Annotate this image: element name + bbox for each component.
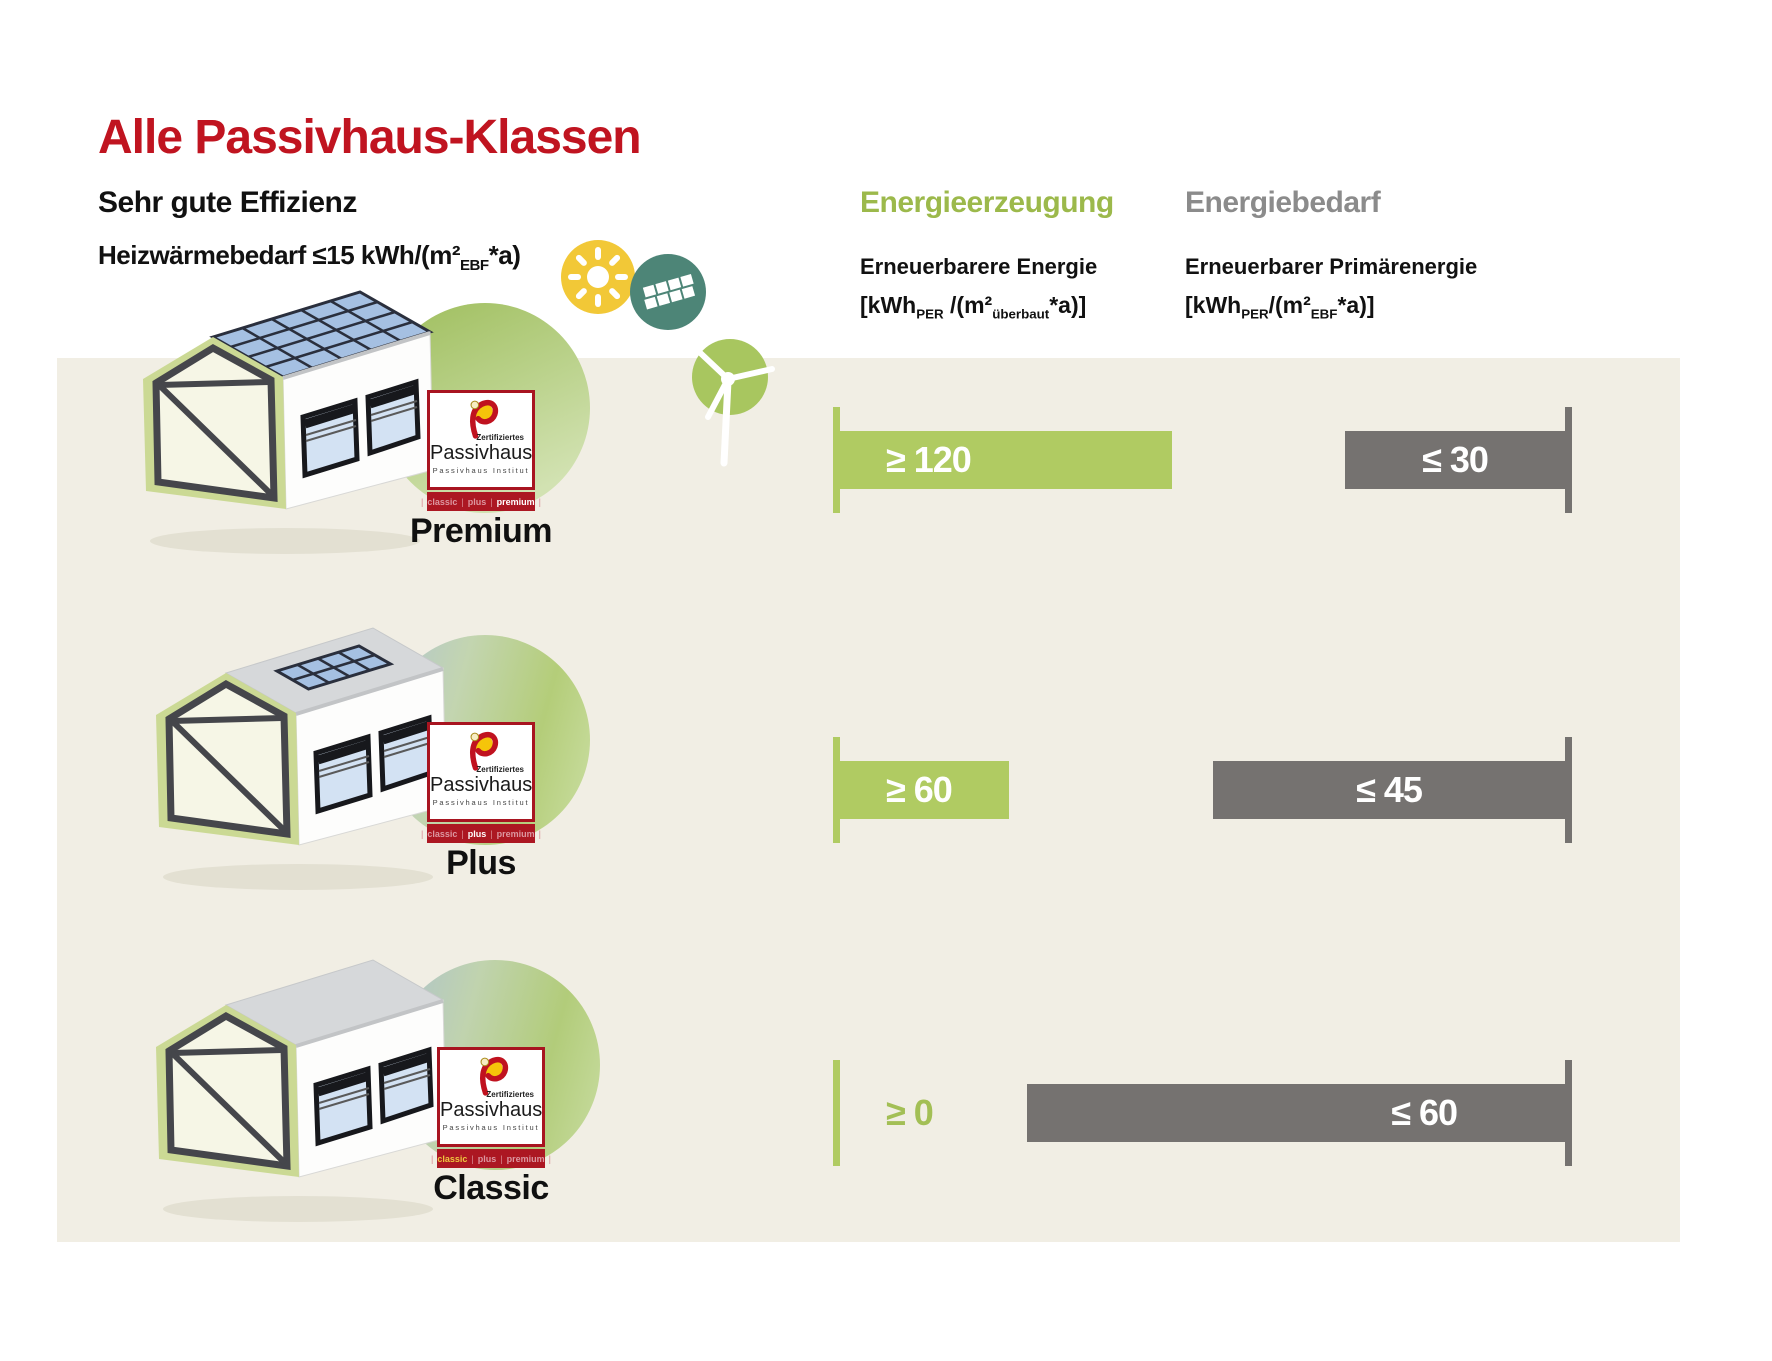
banner-separator: | <box>431 1153 434 1164</box>
formula-sub: PER <box>1241 306 1269 322</box>
banner-separator: | <box>421 828 424 839</box>
requirement-subscript: EBF <box>459 257 489 275</box>
generation-column-sublabel: Erneuerbarere Energie <box>860 254 1098 279</box>
front-windows <box>313 1046 434 1147</box>
banner-class-premium: premium <box>496 496 535 507</box>
requirement-suffix: *a) <box>488 240 521 270</box>
generation-axis-tick <box>833 737 840 843</box>
passivhaus-logo-icon <box>469 731 499 771</box>
seal-class-banner: |classic|plus|premium| <box>421 824 541 843</box>
formula-part: *a)] <box>1049 292 1087 318</box>
solar-panel-grid <box>230 299 413 370</box>
wind-turbine-icon <box>691 339 775 467</box>
passivhaus-logo-icon <box>469 399 499 439</box>
banner-class-classic: classic <box>427 828 458 839</box>
generation-unit-formula: [kWhPER /(m²überbaut*a)] <box>860 292 1086 322</box>
formula-sub: überbaut <box>992 306 1050 322</box>
plus-house-illustration <box>156 627 447 890</box>
class-label-classic: Classic <box>433 1169 549 1207</box>
passivhaus-seal-plus: Zertifiziertes Passivhaus Passivhaus Ins… <box>421 722 541 843</box>
demand-axis-tick <box>1565 737 1572 843</box>
seal-certified-text: Zertifiziertes <box>476 765 524 774</box>
banner-separator: | <box>500 1153 503 1164</box>
passivhaus-logo-icon <box>479 1056 509 1096</box>
seal-institute-text: Passivhaus Institut <box>432 798 530 807</box>
seal-passivhaus-text: Passivhaus <box>430 774 533 796</box>
banner-class-plus: plus <box>467 828 487 839</box>
demand-column-header: Energiebedarf <box>1185 186 1381 219</box>
banner-separator: | <box>538 828 541 839</box>
seal-class-banner: |classic|plus|premium| <box>431 1149 551 1168</box>
front-windows <box>300 378 421 479</box>
demand-value-plus: ≤ 45 <box>1356 769 1423 810</box>
generation-value-premium: ≥ 120 <box>886 439 972 480</box>
requirement-text: Heizwärmebedarf ≤15 kWh/(m² <box>98 240 460 270</box>
banner-separator: | <box>461 496 464 507</box>
seal-passivhaus-text: Passivhaus <box>440 1099 543 1121</box>
demand-bar-premium: ≤ 30 <box>1345 431 1565 489</box>
demand-bar-classic: ≤ 60 <box>1027 1084 1565 1142</box>
banner-separator: | <box>548 1153 551 1164</box>
efficiency-subtitle: Sehr gute Effizienz <box>98 186 357 219</box>
banner-separator: | <box>421 496 424 507</box>
demand-column-sublabel: Erneuerbarer Primärenergie <box>1185 254 1478 279</box>
banner-separator: | <box>461 828 464 839</box>
generation-value-plus: ≥ 60 <box>886 769 953 810</box>
demand-axis-tick <box>1565 407 1572 513</box>
demand-value-classic: ≤ 60 <box>1391 1092 1458 1133</box>
generation-column-header: Energieerzeugung <box>860 186 1114 219</box>
banner-class-premium: premium <box>506 1153 545 1164</box>
banner-separator: | <box>538 496 541 507</box>
seal-certified-text: Zertifiziertes <box>476 433 524 442</box>
seal-passivhaus-text: Passivhaus <box>430 442 533 464</box>
formula-sub: EBF <box>1310 306 1338 322</box>
seal-frame: Zertifiziertes Passivhaus Passivhaus Ins… <box>437 1047 545 1147</box>
passivhaus-seal-premium: Zertifiziertes Passivhaus Passivhaus Ins… <box>421 390 541 511</box>
generation-bar-premium: ≥ 120 <box>840 431 1172 489</box>
formula-part: /(m² <box>943 292 993 318</box>
seal-frame: Zertifiziertes Passivhaus Passivhaus Ins… <box>427 390 535 490</box>
banner-separator: | <box>490 828 493 839</box>
banner-class-classic: classic <box>427 496 458 507</box>
solar-panel-patch <box>273 644 395 691</box>
generation-axis-tick <box>833 1060 840 1166</box>
demand-axis-tick <box>1565 1060 1572 1166</box>
banner-class-premium: premium <box>496 828 535 839</box>
seal-class-banner: |classic|plus|premium| <box>421 492 541 511</box>
banner-class-plus: plus <box>467 496 487 507</box>
seal-frame: Zertifiziertes Passivhaus Passivhaus Ins… <box>427 722 535 822</box>
banner-class-classic: classic <box>437 1153 468 1164</box>
premium-house-illustration <box>143 290 434 554</box>
class-label-premium: Premium <box>410 512 553 550</box>
class-label-plus: Plus <box>446 844 516 882</box>
banner-class-plus: plus <box>477 1153 497 1164</box>
classic-house-illustration <box>156 959 447 1222</box>
generation-axis-tick <box>833 407 840 513</box>
heating-demand-requirement: Heizwärmebedarf ≤15 kWh/(m²EBF*a) <box>98 240 521 275</box>
formula-part: /(m² <box>1268 292 1311 318</box>
front-windows <box>313 714 434 815</box>
banner-separator: | <box>471 1153 474 1164</box>
formula-part: [kWh <box>860 292 917 318</box>
formula-part: [kWh <box>1185 292 1242 318</box>
seal-certified-text: Zertifiziertes <box>486 1090 534 1099</box>
demand-unit-formula: [kWhPER/(m²EBF*a)] <box>1185 292 1375 322</box>
solar-panel-icon <box>630 254 706 330</box>
seal-institute-text: Passivhaus Institut <box>442 1123 540 1132</box>
formula-part: *a)] <box>1337 292 1375 318</box>
generation-value-classic: ≥ 0 <box>886 1092 934 1133</box>
demand-value-premium: ≤ 30 <box>1422 439 1489 480</box>
demand-bar-plus: ≤ 45 <box>1213 761 1565 819</box>
passivhaus-seal-classic: Zertifiziertes Passivhaus Passivhaus Ins… <box>431 1047 551 1168</box>
seal-institute-text: Passivhaus Institut <box>432 466 530 475</box>
banner-separator: | <box>490 496 493 507</box>
generation-bar-plus: ≥ 60 <box>840 761 1009 819</box>
sun-icon <box>561 240 635 314</box>
formula-sub: PER <box>916 306 944 322</box>
page-title: Alle Passivhaus-Klassen <box>98 111 642 164</box>
